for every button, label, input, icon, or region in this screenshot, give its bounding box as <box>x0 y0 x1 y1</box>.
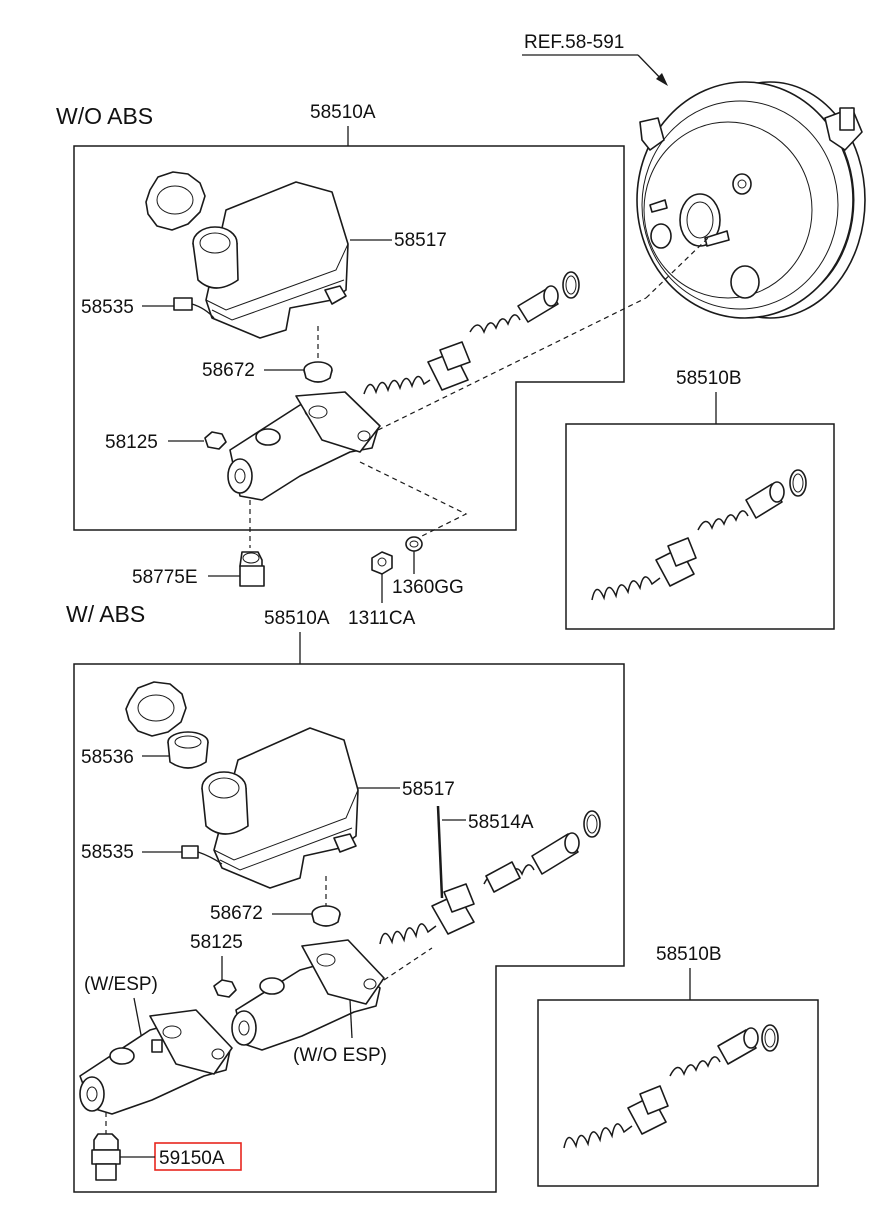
part-label-58672-bottom[interactable]: 58672 <box>210 903 263 924</box>
variant-label-with-esp: (W/ESP) <box>84 974 158 995</box>
part-label-58517-top[interactable]: 58517 <box>394 230 447 251</box>
part-label-58510a-top[interactable]: 58510A <box>310 102 376 123</box>
part-label-58517-bottom[interactable]: 58517 <box>402 779 455 800</box>
part-label-1360gg[interactable]: 1360GG <box>392 577 464 598</box>
nut-1311ca <box>371 551 393 575</box>
fitting-58775e <box>239 551 265 587</box>
part-label-58535-bottom[interactable]: 58535 <box>81 842 134 863</box>
reservoir-cap-top <box>145 171 206 231</box>
part-label-58510a-bottom[interactable]: 58510A <box>264 608 330 629</box>
strainer-58536 <box>167 731 209 769</box>
reservoir-bottom <box>201 727 359 889</box>
assembly-frame-bottom <box>73 663 625 1193</box>
part-label-59150a[interactable]: 59150A <box>159 1148 225 1169</box>
grommet-top <box>303 361 333 383</box>
part-label-58514a[interactable]: 58514A <box>468 812 534 833</box>
variant-label-without-esp: (W/O ESP) <box>293 1045 387 1066</box>
section-title-without-abs: W/O ABS <box>56 103 153 129</box>
master-cylinder-without-esp <box>231 939 385 1051</box>
grommet-bottom <box>311 905 341 927</box>
section-title-with-abs: W/ ABS <box>66 601 145 627</box>
piston-kit-top <box>591 469 807 601</box>
part-label-58510b-bottom[interactable]: 58510B <box>656 944 722 965</box>
level-sensor-top <box>173 297 215 319</box>
part-label-58672-top[interactable]: 58672 <box>202 360 255 381</box>
piston-kit-frame-top <box>565 423 835 630</box>
ref-label[interactable]: REF.58-591 <box>524 32 624 53</box>
part-label-1311ca[interactable]: 1311CA <box>348 608 416 629</box>
brake-booster <box>636 81 866 319</box>
reservoir-top <box>192 181 349 339</box>
plug-top <box>204 431 227 450</box>
piston-kit-top-frame <box>363 271 580 395</box>
master-cylinder-with-esp <box>79 1009 233 1115</box>
assembly-frame-top <box>73 145 625 531</box>
pin-58514a <box>436 805 444 899</box>
washer-1360gg <box>405 536 423 552</box>
part-label-58125-bottom[interactable]: 58125 <box>190 932 243 953</box>
piston-kit-bottom <box>563 1024 779 1149</box>
ref-label-group: REF.58-591 <box>522 32 668 86</box>
part-label-58125-top[interactable]: 58125 <box>105 432 158 453</box>
piston-kit-frame-bottom <box>537 999 819 1187</box>
reservoir-cap-bottom <box>125 681 187 737</box>
part-label-58775e[interactable]: 58775E <box>132 567 198 588</box>
level-sensor-bottom <box>181 845 223 865</box>
piston-kit-bottom-frame <box>379 810 601 945</box>
pressure-sensor-59150a <box>91 1133 121 1181</box>
plug-bottom <box>213 979 237 998</box>
part-label-58536[interactable]: 58536 <box>81 747 134 768</box>
part-label-58510b-top[interactable]: 58510B <box>676 368 742 389</box>
master-cylinder-body-top <box>227 391 381 501</box>
part-label-58535-top[interactable]: 58535 <box>81 297 134 318</box>
